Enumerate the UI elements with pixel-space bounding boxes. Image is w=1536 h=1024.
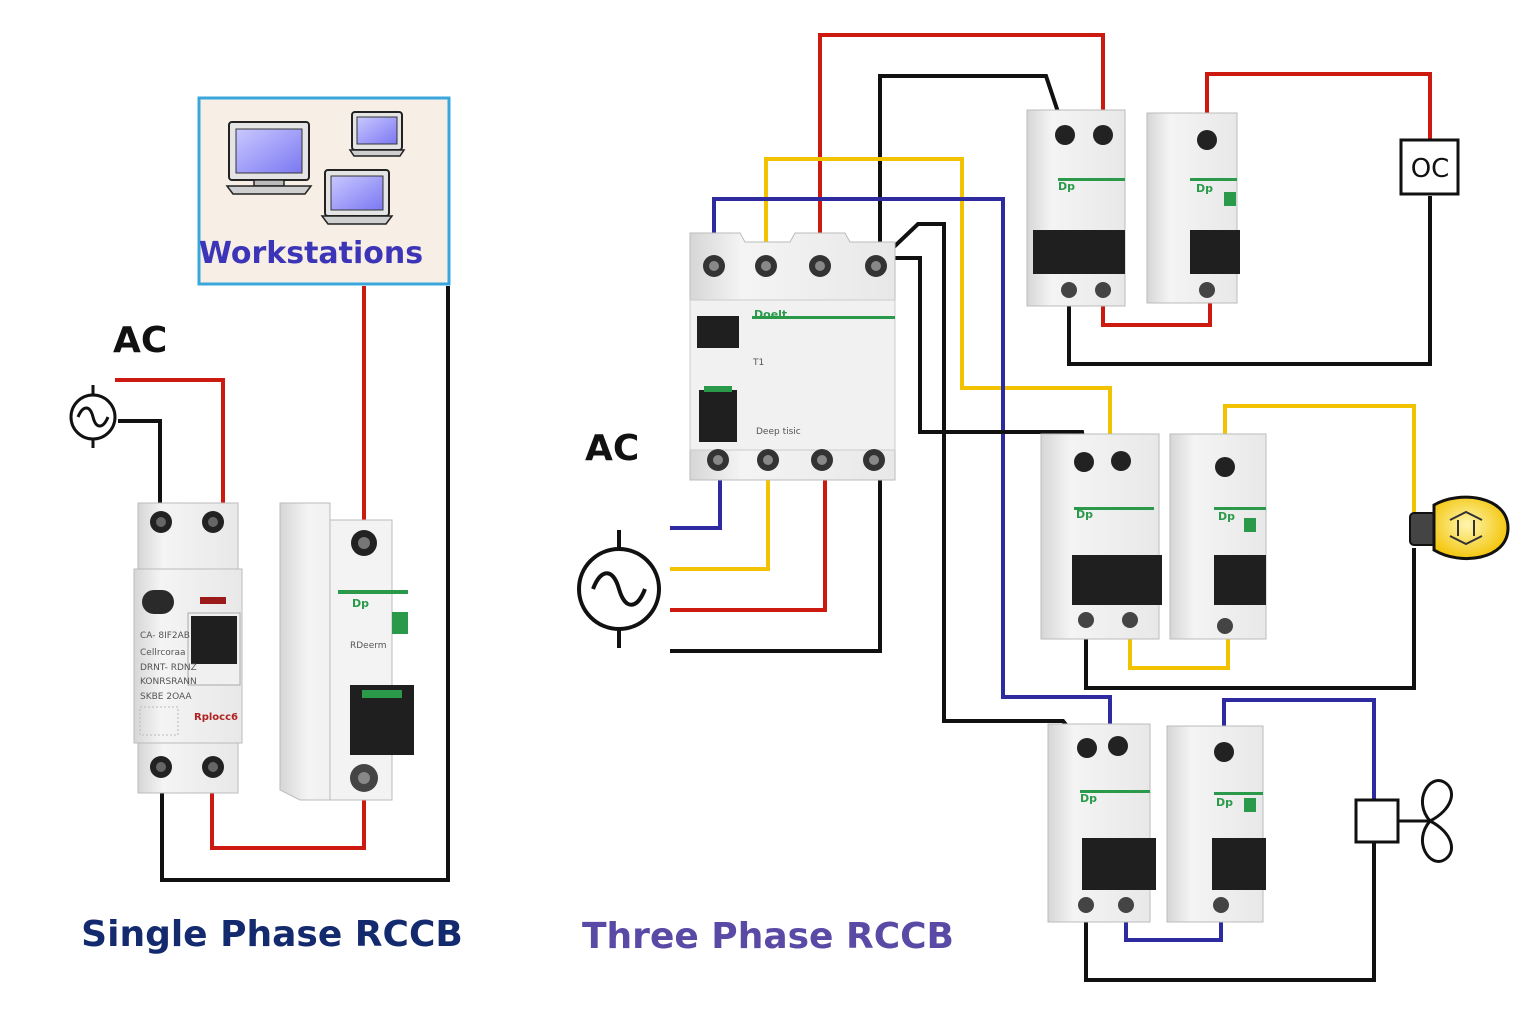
single-phase-rccb: CA- 8IF2AB Cellrcoraa DRNT- RDNZ KONRSRA… [133,502,243,794]
wire-row1-link [1101,290,1212,327]
neutral-wire-oc [878,74,1067,262]
mcb-brand: Dp [1080,792,1097,805]
three-phase-section: AC Doelt T1 Deep [577,33,1510,982]
input-wire-l2 [670,462,770,571]
mcb-brand: Dp [1218,510,1235,523]
single-pole-mcb-row3: Dp [1166,725,1266,923]
rccb-print: KONRSRANN [140,677,197,687]
mcb-toggle [1190,230,1240,274]
input-wire-l3 [670,462,722,530]
wire-bulb-neutral [1084,548,1416,690]
rccb-print: CA- 8IF2AB [140,631,190,641]
mcb-brand: Dp [1058,180,1075,193]
mcb-print: RDeerm [350,641,387,651]
wire-row2-link [1128,620,1230,670]
single-phase-title: Single Phase RCCB [81,914,463,955]
computer-icon [225,121,313,195]
three-phase-title: Three Phase RCCB [582,916,954,957]
double-pole-mcb-row1: Dp [1026,109,1126,307]
mcb-toggle [1212,838,1266,890]
double-pole-mcb-row3: Dp [1047,723,1156,923]
ac-source-icon [69,385,117,448]
mcb-brand: Dp [1216,796,1233,809]
live-wire-l2 [764,157,1112,462]
live-wire-l3 [712,197,1112,742]
workstations-label: Workstations [199,236,423,271]
oc-label: OC [1411,154,1450,184]
live-wire-l1 [818,33,1105,266]
mcb-brand: Dp [1196,182,1213,195]
single-pole-mcb-row2: Dp [1169,433,1267,640]
rccb-print: DRNT- RDNZ [140,663,197,673]
mcb-toggle [1082,838,1156,890]
mcb-toggle [1033,230,1125,274]
rccb-toggle [699,390,737,442]
live-wire-rccb-to-mcb [210,770,366,850]
rccb-brand: Rplocc6 [194,712,238,723]
rccb-brand: Doelt [754,308,787,321]
single-pole-mcb-row1: Dp [1146,112,1240,304]
ac-label-three: AC [585,428,639,469]
workstations-box: Workstations [197,96,451,286]
rccb-toggle [191,616,237,664]
ac-source-icon [577,530,661,648]
test-button [142,590,174,614]
mcb-brand: Dp [352,597,369,610]
computer-icon [348,111,406,157]
fan-icon [1354,779,1454,863]
single-phase-mcb: Dp RDeerm [279,502,414,801]
input-wire-neutral [670,462,882,653]
live-wire-input [115,378,225,520]
wire-fan-neutral [1084,842,1376,982]
light-bulb-icon [1409,495,1510,561]
mcb-toggle [1214,555,1266,605]
mcb-toggle [1072,555,1162,605]
input-wire-l1 [670,462,827,612]
rccb-print: Deep tisic [756,427,801,437]
rccb-print: SKBE 2OAA [140,692,192,702]
rccb-print: T1 [752,358,764,368]
neutral-wire-workstations [160,286,450,882]
wire-oc-neutral [1067,196,1432,366]
ac-label-single: AC [113,320,167,361]
wire-oc-live [1205,72,1432,140]
test-button [697,316,739,348]
computer-icon [320,169,394,225]
three-phase-rccb: Doelt T1 Deep tisic [689,232,896,481]
single-phase-section: Workstations AC CA- 8IF2AB [69,96,463,955]
oc-load-icon: OC [1399,138,1460,196]
neutral-wire-input [118,419,162,520]
mcb-brand: Dp [1076,508,1093,521]
wire-fan-live [1222,698,1376,800]
double-pole-mcb-row2: Dp [1040,433,1162,640]
rccb-print: Cellrcoraa [140,648,186,658]
